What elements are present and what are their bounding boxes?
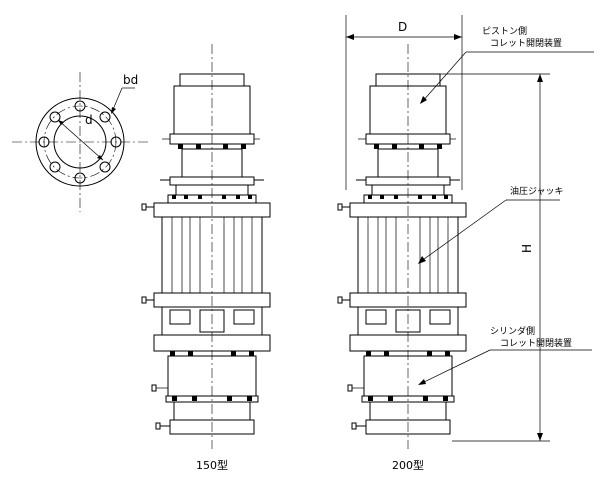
cylinder-collet-text-2: コレット開閉装置 xyxy=(500,337,572,349)
bd-label: bd xyxy=(123,73,138,87)
cylinder-collet-text-1: シリンダ側 xyxy=(490,325,535,337)
model-150-label: 150型 xyxy=(196,458,228,472)
h-dimension-label: H xyxy=(520,244,534,253)
jack-callout: 油圧ジャッキ xyxy=(418,185,564,264)
machine-150-elevation xyxy=(141,43,271,450)
piston-collet-text-1: ピストン側 xyxy=(482,25,527,37)
d-dimension-label: D xyxy=(398,20,407,34)
machine-200-elevation xyxy=(337,43,467,450)
width-dimension: D xyxy=(345,15,463,190)
cylinder-collet-callout: シリンダ側 コレット開閉装置 xyxy=(418,325,592,385)
piston-collet-text-2: コレット開閉装置 xyxy=(490,37,562,49)
bolt-holes xyxy=(38,100,122,184)
model-200-label: 200型 xyxy=(392,458,424,472)
piston-collet-callout: ピストン側 コレット開閉装置 xyxy=(420,25,594,104)
jack-label-text: 油圧ジャッキ xyxy=(510,185,564,197)
flange-plan-view: bd d xyxy=(12,72,148,212)
d-label: d xyxy=(85,113,93,127)
height-dimension: H xyxy=(432,73,550,442)
